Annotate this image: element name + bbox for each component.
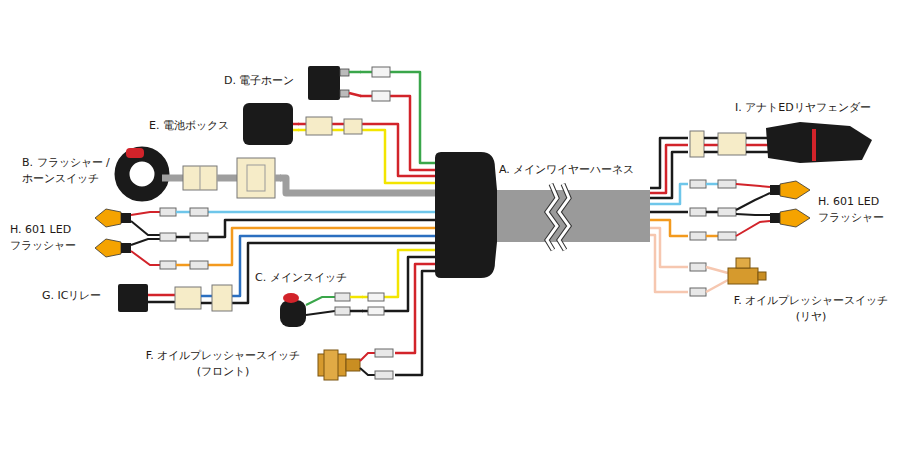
wire [395, 271, 435, 375]
wire [650, 211, 688, 214]
wire [298, 130, 435, 183]
wire [650, 152, 688, 198]
part-label: H. 601 LED フラッシャー [818, 194, 894, 226]
part-label: F. オイルプレッシャースイッチ (リヤ) [728, 293, 894, 325]
part-label: I. アナトEDリヤフェンダー [735, 100, 871, 116]
part-callout: I. アナトEDリヤフェンダー [688, 98, 895, 164]
led-flasher-symbol [690, 180, 810, 240]
part-label: F. オイルプレッシャースイッチ (フロント) [132, 348, 314, 380]
wire [650, 184, 688, 204]
horn-symbol [308, 66, 361, 100]
wire-bundle [232, 236, 435, 303]
ic-relay-symbol [118, 284, 232, 312]
main-harness-symbol [435, 152, 650, 278]
part-label: B. フラッシャー /ホーンスイッチ [22, 155, 114, 187]
wire [280, 178, 435, 193]
wire-bundle [650, 138, 688, 198]
part-callout: H. 601 LED フラッシャー [688, 176, 896, 242]
wire-bundle [208, 212, 435, 265]
part-label: H. 601 LED フラッシャー [10, 222, 90, 254]
part-callout: F. オイルプレッシャースイッチ (リヤ) [688, 255, 896, 327]
wire [650, 235, 688, 292]
oil-pressure-switch-symbol [318, 349, 393, 380]
handlebar-switch-symbol [122, 148, 281, 198]
part-callout: E. 電池ボックス [145, 98, 298, 153]
part-callout: C. メインスイッチ [252, 268, 362, 328]
wire-bundle [650, 228, 688, 292]
led-flasher-symbol [95, 208, 208, 269]
wire-bundle [362, 250, 435, 311]
part-callout: B. フラッシャー /ホーンスイッチ [18, 145, 280, 203]
oil-pressure-switch-symbol [690, 258, 766, 296]
part-label: E. 電池ボックス [149, 118, 229, 134]
wire [232, 236, 435, 296]
wire-bundle [395, 264, 435, 375]
wire-bundle [280, 178, 435, 193]
part-callout: G. ICリレー [40, 278, 232, 318]
part-label: C. メインスイッチ [255, 270, 347, 286]
part-callout: F. オイルプレッシャースイッチ (フロント) [130, 340, 395, 398]
wire [232, 243, 435, 303]
main-switch-symbol [280, 293, 384, 327]
plug-symbol [372, 67, 390, 101]
part-label: A. メインワイヤーハーネス [499, 162, 634, 178]
part-label: G. ICリレー [42, 288, 101, 304]
wire [208, 228, 435, 265]
part-callout: H. 601 LED フラッシャー [8, 200, 208, 275]
wire [208, 211, 435, 214]
battery-box-symbol [243, 103, 362, 145]
harness-callout: A. メインワイヤーハーネス [435, 152, 650, 280]
rear-fender-symbol [690, 122, 872, 163]
part-label: D. 電子ホーン [224, 73, 294, 89]
wire [395, 264, 435, 353]
part-callout: D. 電子ホーン [220, 58, 360, 108]
